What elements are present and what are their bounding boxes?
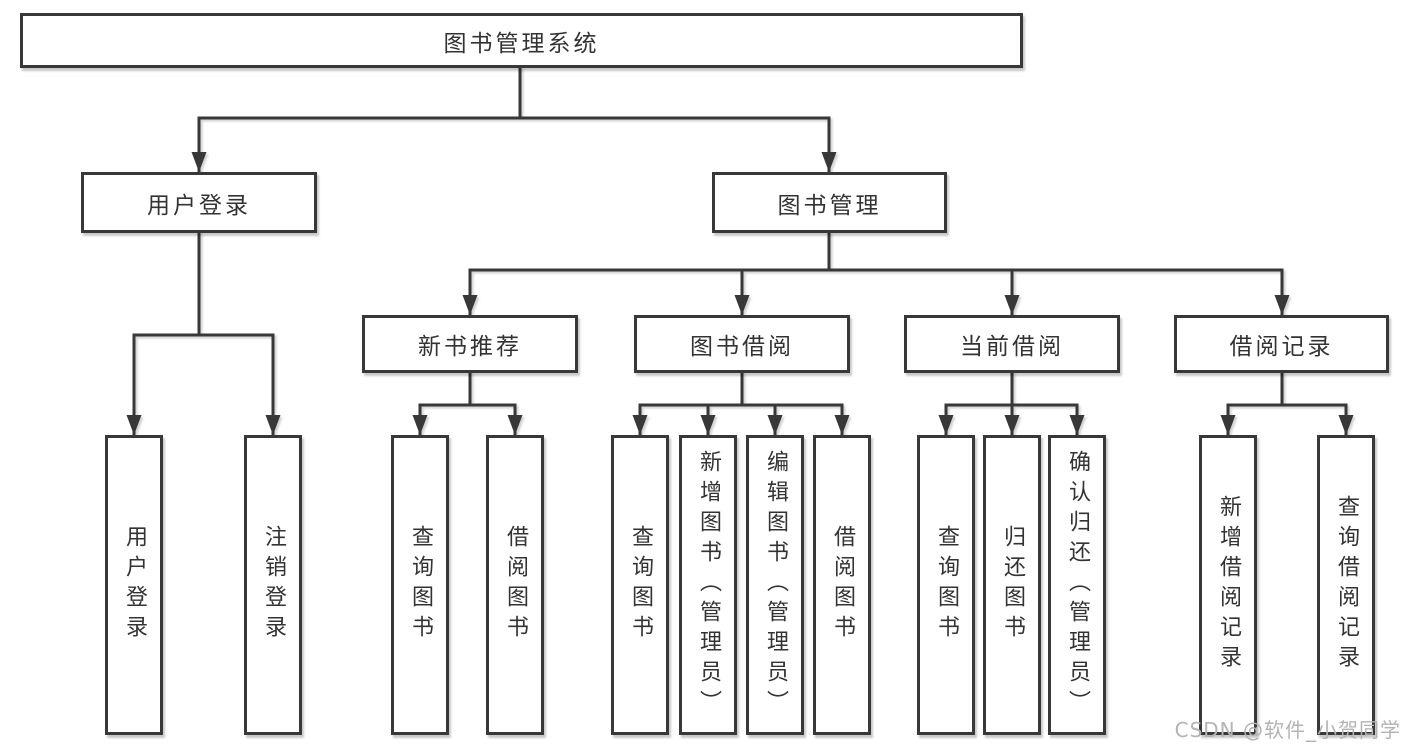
- leaf-query-books-1: 查询图书: [391, 435, 449, 735]
- leaf-label: 新增图书（管理员）: [696, 450, 721, 720]
- leaf-label: 用户登录: [122, 525, 147, 645]
- leaf-query-books-2: 查询图书: [611, 435, 669, 735]
- leaf-label: 查询图书: [408, 525, 433, 645]
- node-current-borrowing: 当前借阅: [904, 315, 1120, 373]
- node-root-system: 图书管理系统: [20, 13, 1023, 68]
- connector-new-book-recommend-split: [418, 371, 517, 407]
- leaf-user-login: 用户登录: [105, 435, 163, 735]
- node-label: 用户登录: [147, 192, 251, 219]
- leaf-edit-books-admin: 编辑图书（管理员）: [746, 435, 804, 735]
- node-book-borrowing: 图书借阅: [634, 315, 850, 373]
- connector-book-management-split: [468, 231, 1284, 272]
- leaf-label: 借阅图书: [503, 525, 528, 645]
- leaf-borrow-books-1: 借阅图书: [486, 435, 544, 735]
- connector-current-borrowing-split: [944, 371, 1079, 407]
- leaf-label: 新增借阅记录: [1216, 495, 1241, 675]
- leaf-label: 查询图书: [628, 525, 653, 645]
- node-label: 借阅记录: [1229, 334, 1334, 360]
- node-label: 图书借阅: [690, 334, 794, 360]
- leaf-label: 归还图书: [1000, 525, 1025, 645]
- node-new-book-recommend: 新书推荐: [362, 315, 578, 373]
- connector-user-login-split: [132, 231, 275, 337]
- node-root-label: 图书管理系统: [443, 30, 600, 57]
- leaf-label: 查询图书: [934, 525, 959, 645]
- leaf-logout: 注销登录: [244, 435, 302, 735]
- connector-root-split: [197, 66, 831, 120]
- node-book-management-module: 图书管理: [712, 172, 947, 233]
- connector-borrowing-records-split: [1226, 371, 1348, 407]
- leaf-add-books-admin: 新增图书（管理员）: [679, 435, 737, 735]
- leaf-borrow-books-2: 借阅图书: [813, 435, 871, 735]
- leaf-label: 查询借阅记录: [1334, 495, 1359, 675]
- leaf-query-books-3: 查询图书: [917, 435, 975, 735]
- connector-book-borrowing-split: [638, 371, 844, 407]
- csdn-watermark: CSDN @软件_小贺同学: [1174, 718, 1401, 742]
- node-label: 新书推荐: [418, 334, 522, 360]
- leaf-label: 编辑图书（管理员）: [763, 450, 788, 720]
- leaf-query-borrow-record: 查询借阅记录: [1317, 435, 1375, 735]
- leaf-add-borrow-record: 新增借阅记录: [1199, 435, 1257, 735]
- node-borrowing-records: 借阅记录: [1174, 315, 1389, 373]
- node-label: 图书管理: [777, 192, 882, 219]
- leaf-confirm-return-admin: 确认归还（管理员）: [1048, 435, 1106, 735]
- node-label: 当前借阅: [960, 334, 1064, 360]
- leaf-return-books: 归还图书: [983, 435, 1041, 735]
- leaf-label: 确认归还（管理员）: [1065, 450, 1090, 720]
- leaf-label: 借阅图书: [830, 525, 855, 645]
- node-user-login-module: 用户登录: [81, 172, 317, 233]
- leaf-label: 注销登录: [261, 525, 286, 645]
